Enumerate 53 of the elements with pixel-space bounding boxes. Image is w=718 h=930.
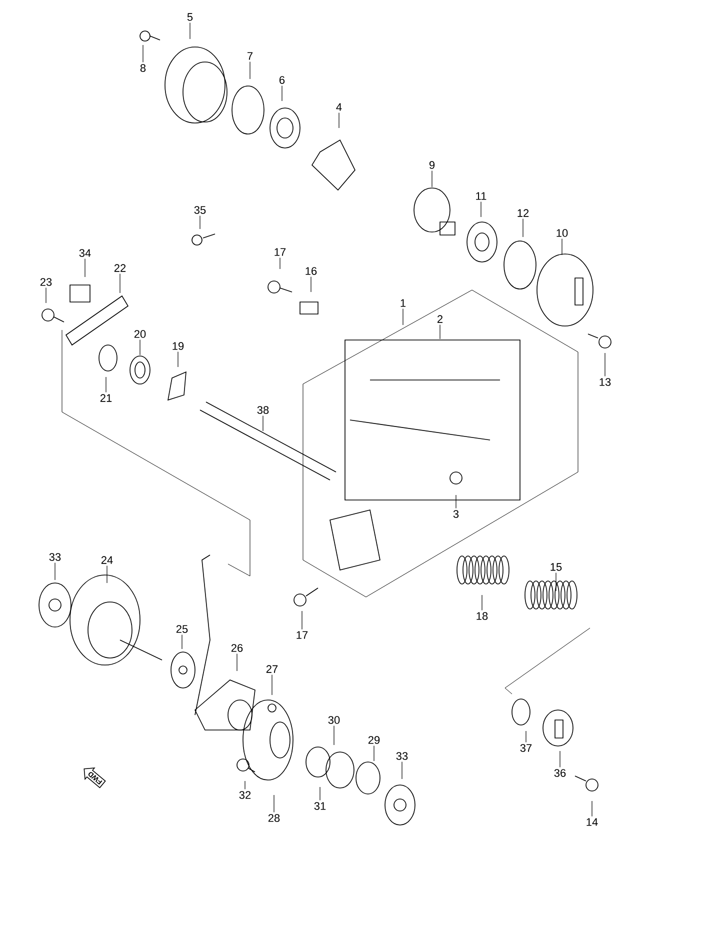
callout-number: 15 (550, 563, 562, 571)
callout-number: 12 (518, 209, 529, 217)
leader-line (244, 780, 246, 790)
callout-number: 28 (268, 814, 280, 822)
callout-number: 24 (101, 556, 113, 564)
leader-line (604, 352, 606, 377)
leader-line (106, 565, 108, 584)
callout-number: 33 (49, 553, 61, 561)
leader-line (84, 258, 86, 278)
callout-number: 38 (257, 406, 269, 414)
callout-number: 32 (239, 791, 251, 799)
callout-number: 27 (266, 665, 278, 673)
leader-line (310, 276, 312, 292)
callout-number: 8 (140, 64, 146, 72)
callout-number: 16 (306, 267, 317, 275)
leader-line (338, 112, 340, 128)
leader-line (402, 308, 404, 326)
callout-number: 1 (400, 299, 406, 307)
callout-number: 6 (280, 76, 285, 84)
callout-number: 22 (114, 264, 126, 272)
callout-number: 9 (429, 161, 435, 169)
callout-number: 20 (134, 330, 146, 338)
callout-number: 14 (586, 818, 598, 826)
callout-number: 35 (194, 206, 206, 214)
callout-number: 34 (79, 249, 91, 257)
callout-number: 23 (40, 278, 52, 286)
callout-number: 18 (476, 612, 488, 620)
callout-number: 2 (437, 315, 442, 323)
callout-number: 3 (453, 510, 459, 518)
callout-number: 30 (328, 716, 340, 724)
leader-line (480, 201, 482, 218)
callout-number: 11 (476, 192, 486, 200)
callout-number: 29 (368, 736, 380, 744)
callout-number: 37 (520, 744, 532, 752)
callout-number: 19 (172, 342, 184, 350)
callout-number: 25 (176, 625, 188, 633)
callout-number: 21 (100, 394, 112, 402)
callout-number: 4 (336, 103, 342, 111)
callout-number: 33 (396, 752, 408, 760)
leader-line (522, 218, 524, 238)
callout-number: 17 (296, 631, 308, 639)
callout-number: 5 (187, 13, 193, 21)
leader-line (54, 562, 56, 580)
callout-number: 17 (274, 248, 286, 256)
callout-number: 13 (600, 378, 611, 386)
leader-line (142, 44, 144, 63)
callout-number: 26 (231, 644, 243, 652)
callout-number: 10 (556, 229, 568, 237)
callout-number: 7 (248, 52, 252, 60)
callout-number: 31 (314, 802, 326, 810)
leader-line (262, 416, 264, 432)
leader-line (236, 654, 238, 672)
callout-number: 36 (554, 769, 566, 777)
